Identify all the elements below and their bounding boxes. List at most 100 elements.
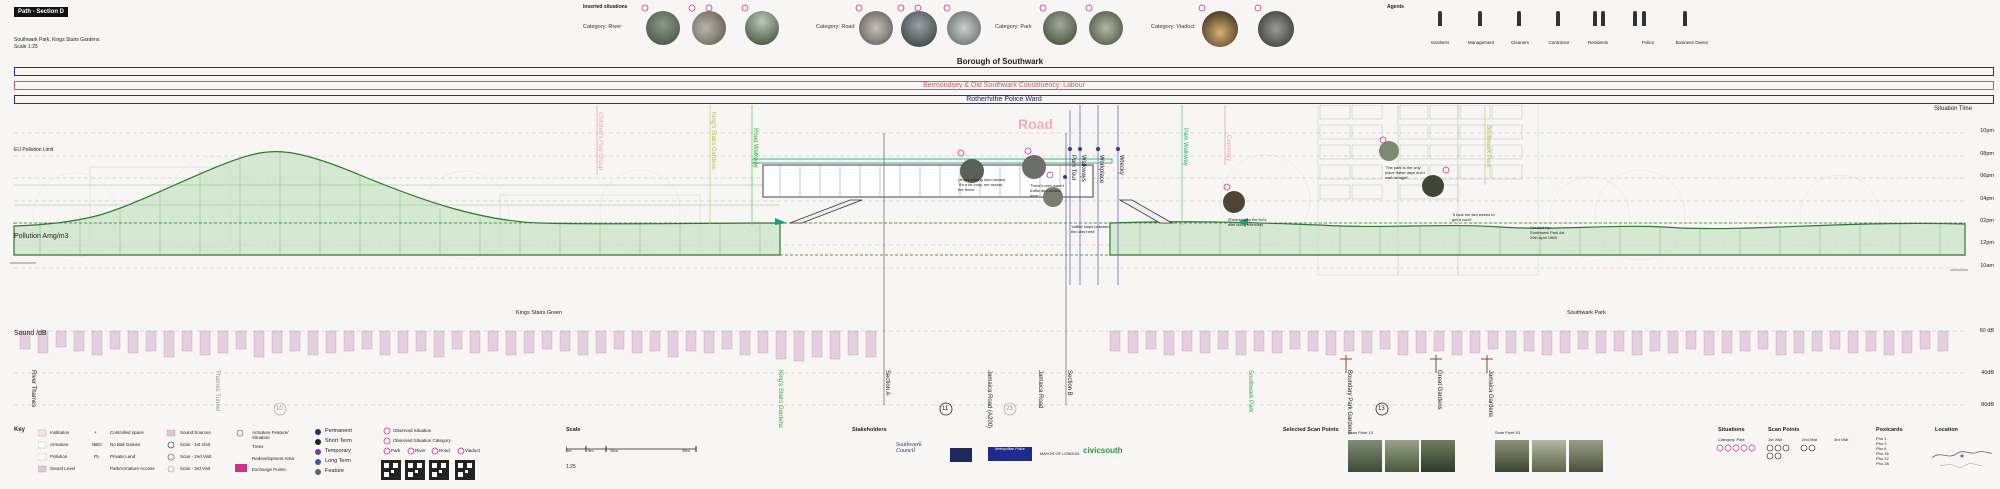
- quote: There's cars wasn't traffic and across h…: [1030, 183, 1065, 198]
- scan-marker-10[interactable]: 10: [276, 406, 283, 412]
- scale-bar: [566, 446, 697, 452]
- key-long-term: Long Term: [325, 458, 351, 464]
- bvlabel-jamaica-gardens: Jamaica Gardens: [1487, 370, 1493, 418]
- time-12pm: 12pm: [1980, 240, 1994, 246]
- stakeholders-title: Stakeholders: [852, 427, 887, 433]
- situation-photo[interactable]: [1089, 11, 1123, 45]
- postcards-title: Postcards: [1876, 427, 1903, 433]
- key-observed-icons: [381, 427, 475, 480]
- key-pollution: Pollution: [50, 454, 68, 459]
- logo-met-police: Metropolitan Police: [988, 447, 1032, 461]
- category-river: Category: River: [583, 24, 622, 30]
- constituency-band: Bermondsey & Old Southwark Constituency:…: [14, 81, 1994, 90]
- vlabel-childrens-play: Children's Play Group: [597, 112, 603, 171]
- agent-police: Police: [1641, 40, 1655, 45]
- scan-point-53-title: Scan Point 53: [1495, 430, 1520, 435]
- key-code: +: [94, 430, 97, 435]
- situation-photo[interactable]: [692, 11, 726, 45]
- scan-photo[interactable]: [1569, 440, 1603, 472]
- quote: (angry, talking loud noises) 'It's a bit…: [958, 177, 1006, 192]
- bvlabel-jamaica-road: Jamaica Road: [1037, 370, 1043, 409]
- visit-1: 1st Visit: [1768, 437, 1782, 442]
- key-code: NBG: [92, 442, 102, 447]
- situations-title: Situations: [1718, 427, 1745, 433]
- situations-category: Category: Park: [1718, 437, 1745, 442]
- scale-5: 5m: [588, 448, 594, 453]
- ward-band: Rotherhithe Police Ward: [14, 95, 1994, 104]
- sound-60db: 60 dB: [1979, 328, 1994, 334]
- key-cat-river: River: [415, 448, 426, 453]
- location-title: Location: [1935, 427, 1958, 433]
- scan-photo[interactable]: [1385, 440, 1419, 472]
- pollution-limit-label: EU Pollution Limit: [14, 147, 54, 153]
- vlabel-walkways: Walkways: [1080, 155, 1086, 182]
- vlabel-workplace: Workplace: [1098, 155, 1104, 184]
- bvlabel-boundary-park: Boundary Park Gardens: [1346, 370, 1352, 435]
- situation-photo[interactable]: [1202, 11, 1238, 47]
- scan-marker-13[interactable]: 13: [1378, 406, 1385, 412]
- key-permanent: Permanent: [325, 428, 352, 434]
- scan-marker-23[interactable]: 23: [1006, 406, 1013, 412]
- section-tag: Path - Section D: [14, 7, 69, 17]
- time-04pm: 04pm: [1980, 196, 1994, 202]
- scan-photo[interactable]: [1495, 440, 1529, 472]
- bvlabel-section-b: Section B: [1066, 370, 1072, 396]
- visits-title: Scan Points: [1768, 427, 1800, 433]
- situations-markers: [1716, 444, 1756, 452]
- key-scan-icons: [166, 429, 176, 473]
- borough-band: [14, 67, 1994, 76]
- vlabel-park-tour: Park Tour: [1070, 155, 1076, 181]
- sound-40db: 40dB: [1981, 370, 1994, 376]
- key-institution: Institution: [50, 430, 70, 435]
- situation-photo[interactable]: [1258, 11, 1294, 47]
- key-observed-category: Observed Situation Category: [393, 438, 451, 443]
- key-duration-dots: [315, 429, 321, 475]
- scale-ratio: 1:25: [566, 464, 576, 470]
- key-scan-2: Scan - 2nd Visit: [180, 454, 212, 459]
- scale-label: Scale 1:25: [14, 44, 38, 50]
- postcard-list: Pho 1 Pho 3 Pho 6 Pho 16 Pho 22 Pho 28: [1876, 436, 1889, 466]
- logo-shield-icon: [950, 448, 972, 462]
- quote: 'coffee stops between the cars here': [1071, 224, 1110, 234]
- scan-marker-11[interactable]: 11: [942, 406, 949, 412]
- scan-photo[interactable]: [1348, 440, 1382, 472]
- time-02pm: 02pm: [1980, 218, 1994, 224]
- southwark-park-label: Southwark Park: [1567, 310, 1606, 316]
- vlabel-road-walkway: Road Walkway: [752, 128, 758, 168]
- key-code: PL: [94, 454, 100, 459]
- situation-photo[interactable]: [859, 11, 893, 45]
- scale-0: 0m: [566, 448, 572, 453]
- vlabel-wrecky: Wrecky: [1118, 155, 1124, 175]
- quote: 'The park is the only place these days d…: [1385, 165, 1425, 180]
- key-temporary: Temporary: [325, 448, 351, 454]
- situation-photo[interactable]: [947, 11, 981, 45]
- key-cat-viaduct: Viaduct: [465, 448, 480, 453]
- borough-title: Borough of Southwark: [956, 57, 1044, 66]
- scan-photo[interactable]: [1532, 440, 1566, 472]
- section-drawing: Road: [10, 105, 1968, 416]
- key-sound-level: Sound Level: [50, 466, 76, 471]
- situation-photo[interactable]: [901, 11, 937, 47]
- key-swatches: [38, 429, 47, 473]
- time-06pm: 06pm: [1980, 173, 1994, 179]
- scan-photo[interactable]: [1421, 440, 1455, 472]
- situation-photo[interactable]: [646, 11, 680, 45]
- category-road: Category: Road: [816, 24, 855, 30]
- key-no-ball-games: No Ball Games: [110, 442, 141, 447]
- kings-stairs-green-label: Kings Stairs Green: [516, 310, 563, 316]
- logo-mayor: MAYOR OF LONDON: [1040, 451, 1080, 456]
- time-10pm: 10pm: [1980, 128, 1994, 134]
- agent-figures: [1438, 11, 1687, 26]
- key-park-access: Park/Armature Access: [110, 466, 155, 471]
- vlabel-cemetery: Cemetery: [1225, 135, 1231, 162]
- situation-photo[interactable]: [1043, 11, 1077, 45]
- scan-points-title: Selected Scan Points: [1283, 427, 1339, 433]
- agent-cleaners: Cleaners: [1510, 40, 1529, 45]
- situation-photo[interactable]: [745, 11, 779, 45]
- key-redevelopment: Redevelopment Area: [252, 456, 295, 461]
- created-by: Created by: Southwark Park Art 20th Apri…: [1530, 225, 1565, 240]
- key-observed-situation: Observed Situation: [393, 428, 432, 433]
- logo-southwark: Southwark Council: [896, 442, 922, 454]
- time-10am: 10am: [1980, 263, 1994, 269]
- vlabel-southwark-park: Southwark Park: [1485, 125, 1491, 168]
